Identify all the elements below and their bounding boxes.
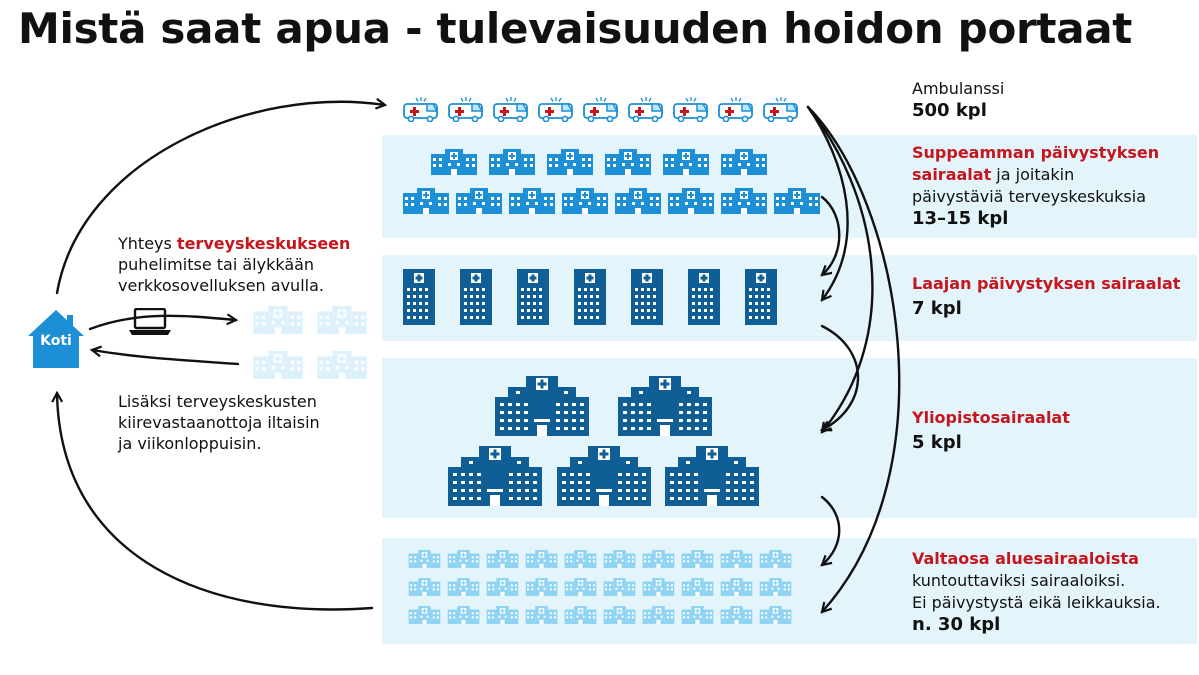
- clinic-icon: [720, 148, 768, 176]
- clinic-icon: [564, 549, 597, 569]
- clinic-icon: [447, 605, 480, 625]
- clinic-icon: [486, 549, 519, 569]
- ambulance-icon: [448, 96, 484, 122]
- clinic-icon: [681, 605, 714, 625]
- ambulance-icon: [763, 96, 799, 122]
- laptop-icon: [129, 308, 171, 335]
- tier-label-university: Yliopistosairaalat 5 kpl: [912, 408, 1070, 453]
- clinic-icon: [759, 605, 792, 625]
- clinic-icon: [642, 605, 675, 625]
- tier-label-regional: Valtaosa aluesairaaloista kuntouttaviksi…: [912, 549, 1161, 635]
- ambulance-icon: [403, 96, 439, 122]
- clinic-icon: [546, 148, 594, 176]
- home-icon: [28, 310, 84, 368]
- clinic-icon: [603, 549, 636, 569]
- health-center-icon: [316, 305, 368, 335]
- clinic-icon: [681, 577, 714, 597]
- tier-label-extensive: Laajan päivystyksen sairaalat 7 kpl: [912, 274, 1181, 319]
- clinic-icon: [773, 187, 821, 215]
- university-hospital-icon: [447, 445, 543, 507]
- clinic-icon: [564, 577, 597, 597]
- clinic-icon: [603, 577, 636, 597]
- clinic-icon: [759, 549, 792, 569]
- hospital-icon: [744, 268, 778, 326]
- clinic-icon: [525, 605, 558, 625]
- home-label: Koti: [40, 333, 72, 349]
- clinic-icon: [681, 549, 714, 569]
- regional-hospitals-grid: [408, 549, 798, 625]
- clinic-icon: [604, 148, 652, 176]
- clinic-icon: [486, 605, 519, 625]
- clinic-icon: [525, 549, 558, 569]
- ambulance-icon: [583, 96, 619, 122]
- ambulance-icon: [628, 96, 664, 122]
- hospital-icon: [573, 268, 607, 326]
- university-hospital-icon: [494, 375, 590, 437]
- clinic-icon: [525, 577, 558, 597]
- ambulance-icon: [538, 96, 574, 122]
- urgent-care-text: Lisäksi terveyskeskusten kiirevastaanott…: [118, 392, 320, 453]
- health-center-icon: [252, 305, 304, 335]
- clinic-icon: [408, 549, 441, 569]
- clinic-icon: [408, 605, 441, 625]
- clinic-icon: [508, 187, 556, 215]
- clinic-icon: [430, 148, 478, 176]
- limited-hospitals-row-1: [430, 148, 790, 176]
- clinic-icon: [720, 577, 753, 597]
- ambulance-icon: [673, 96, 709, 122]
- clinic-icon: [447, 577, 480, 597]
- clinic-icon: [662, 148, 710, 176]
- ambulance-icon: [718, 96, 754, 122]
- clinic-icon: [720, 549, 753, 569]
- ambulance-row: [403, 96, 823, 122]
- clinic-icon: [614, 187, 662, 215]
- clinic-icon: [488, 148, 536, 176]
- clinic-icon: [667, 187, 715, 215]
- university-hospital-icon: [664, 445, 760, 507]
- ambulance-icon: [493, 96, 529, 122]
- clinic-icon: [402, 187, 450, 215]
- university-hospital-icon: [556, 445, 652, 507]
- hospital-icon: [459, 268, 493, 326]
- clinic-icon: [447, 549, 480, 569]
- health-center-highlight: terveyskeskukseen: [176, 234, 351, 253]
- health-center-icon: [252, 350, 304, 380]
- tier-label-limited: Suppeamman päivystyksen sairaalat ja joi…: [912, 143, 1160, 229]
- clinic-icon: [720, 605, 753, 625]
- clinic-icon: [408, 577, 441, 597]
- hospital-icon: [630, 268, 664, 326]
- arrow-health-center-to-home: [92, 350, 240, 366]
- health-center-icon: [316, 350, 368, 380]
- clinic-icon: [455, 187, 503, 215]
- hospital-icon: [402, 268, 436, 326]
- clinic-icon: [759, 577, 792, 597]
- clinic-icon: [642, 549, 675, 569]
- clinic-icon: [564, 605, 597, 625]
- clinic-icon: [603, 605, 636, 625]
- page-title: Mistä saat apua - tulevaisuuden hoidon p…: [18, 4, 1133, 53]
- clinic-icon: [486, 577, 519, 597]
- contact-info-text: Yhteys terveyskeskukseen puhelimitse tai…: [118, 234, 351, 295]
- hospital-icon: [687, 268, 721, 326]
- clinic-icon: [642, 577, 675, 597]
- clinic-icon: [561, 187, 609, 215]
- tier-label-ambulance: Ambulanssi 500 kpl: [912, 79, 1005, 121]
- limited-hospitals-row-2: [402, 187, 822, 215]
- university-hospital-icon: [617, 375, 713, 437]
- hospital-icon: [516, 268, 550, 326]
- extensive-hospitals-row: [402, 268, 822, 326]
- clinic-icon: [720, 187, 768, 215]
